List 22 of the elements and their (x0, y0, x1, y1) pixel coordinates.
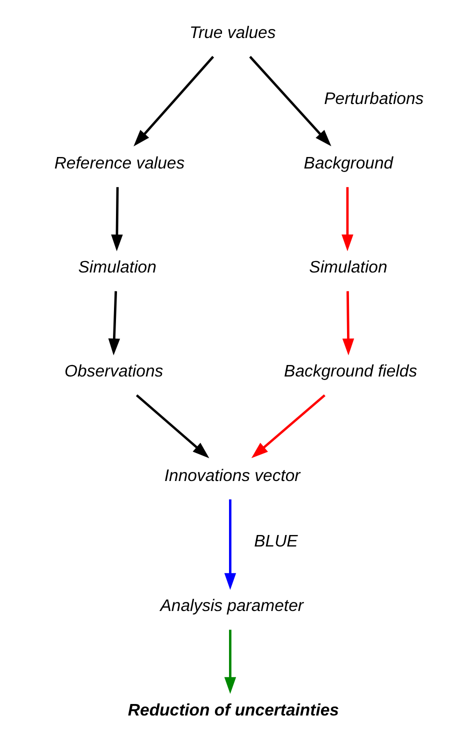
arrow (110, 187, 122, 252)
edge-label: BLUE (254, 532, 298, 551)
arrow (133, 56, 214, 146)
node-text: True values (189, 23, 276, 42)
node-text: Reduction of uncertainties (127, 700, 338, 720)
arrow (248, 56, 331, 146)
node-text: Background (303, 154, 393, 173)
edge-label: Perturbations (324, 88, 424, 108)
node-text: Background fields (284, 362, 417, 381)
node-text: Analysis parameter (160, 596, 303, 616)
arrow (342, 291, 354, 356)
arrow (135, 394, 209, 458)
node-text: Observations (64, 362, 163, 381)
node-text: Simulation (308, 258, 387, 277)
node-text: Innovations vector (164, 466, 300, 485)
node-text: Simulation (78, 258, 156, 277)
arrow (224, 630, 236, 694)
arrow (224, 499, 236, 590)
node-text: Reference values (54, 154, 184, 173)
arrow (108, 291, 120, 356)
arrow (250, 394, 325, 458)
arrow (341, 187, 353, 252)
